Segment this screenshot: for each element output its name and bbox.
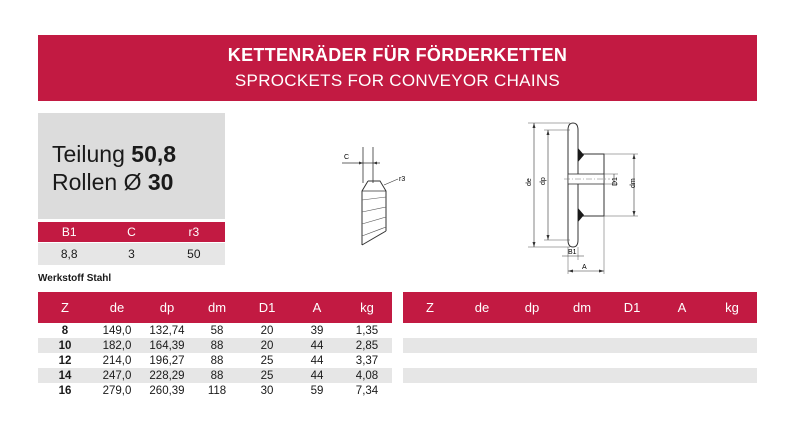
tooth-value-c: 3 [128, 247, 135, 261]
roller-line: Rollen Ø 30 [52, 169, 173, 196]
sprocket-header-a: A [312, 300, 322, 315]
sprocket-diagram: de dp D1 dm B1 A [526, 122, 638, 274]
sprocket-header-d1: D1 [258, 300, 276, 315]
cell-a: 59 [310, 384, 324, 397]
title-banner: KETTENRÄDER FÜR FÖRDERKETTEN SPROCKETS F… [38, 35, 757, 101]
diagram-label-a: A [582, 264, 587, 271]
diagram-label-de: de [526, 178, 533, 186]
empty-header-a: A [677, 300, 687, 315]
cell-de: 247,0 [102, 369, 132, 382]
cell-a: 44 [310, 339, 324, 352]
sprocket-header-de: de [109, 300, 125, 315]
tooth-header-r3: r3 [188, 225, 200, 239]
empty-header-de: de [474, 300, 490, 315]
empty-header-kg: kg [725, 300, 739, 315]
diagram-label-dp: dp [540, 177, 547, 185]
empty-header-dp: dp [524, 300, 540, 315]
cell-kg: 7,34 [355, 384, 379, 397]
cell-kg: 2,85 [355, 339, 379, 352]
table-row: 14 247,0 228,29 88 25 44 4,08 [38, 368, 392, 383]
sprocket-header-z: Z [61, 300, 69, 315]
roller-label: Rollen Ø [52, 169, 142, 195]
title-english: SPROCKETS FOR CONVEYOR CHAINS [234, 71, 561, 90]
tooth-value-b1: 8,8 [60, 247, 78, 261]
diagram-label-r3: r3 [399, 176, 405, 183]
cell-z: 10 [58, 339, 72, 352]
empty-table-body [403, 323, 757, 398]
table-row: 10 182,0 164,39 88 20 44 2,85 [38, 338, 392, 353]
empty-header-d1: D1 [623, 300, 641, 315]
empty-table-row [403, 383, 757, 398]
cell-dm: 118 [207, 384, 227, 397]
sprocket-header-dm: dm [207, 300, 227, 315]
cell-d1: 30 [260, 384, 274, 397]
cell-dm: 88 [210, 369, 224, 382]
sprocket-table-body: 8 149,0 132,74 58 20 39 1,35 10 182,0 164,39 88 20 4… [38, 323, 392, 398]
diagram-label-dm: dm [630, 178, 637, 188]
cell-a: 39 [310, 324, 324, 337]
cell-de: 279,0 [102, 384, 132, 397]
cell-a: 44 [310, 354, 324, 367]
empty-table-row [403, 338, 757, 353]
cell-dp: 228,29 [149, 369, 185, 382]
cell-dm: 88 [210, 339, 224, 352]
tooth-value-r3: 50 [187, 247, 201, 261]
tooth-table-header: B1 C r3 [38, 222, 225, 242]
roller-value: 30 [147, 169, 174, 195]
cell-kg: 1,35 [355, 324, 379, 337]
spec-box: Teilung 50,8 Rollen Ø 30 [38, 113, 225, 219]
cell-dm: 58 [210, 324, 224, 337]
sprocket-header-dp: dp [159, 300, 175, 315]
cell-a: 44 [310, 369, 324, 382]
title-german: KETTENRÄDER FÜR FÖRDERKETTEN [227, 45, 568, 65]
cell-d1: 25 [260, 354, 274, 367]
cell-dp: 260,39 [149, 384, 185, 397]
table-row: 8 149,0 132,74 58 20 39 1,35 [38, 323, 392, 338]
cell-d1: 20 [260, 324, 274, 337]
table-row: 16 279,0 260,39 118 30 59 7,34 [38, 383, 392, 398]
cell-d1: 25 [260, 369, 274, 382]
empty-header-z: Z [426, 300, 434, 315]
pitch-value: 50,8 [131, 141, 177, 167]
diagram-label-c: C [344, 154, 349, 161]
cell-dp: 132,74 [149, 324, 185, 337]
tooth-header-b1: B1 [61, 225, 77, 239]
pitch-label: Teilung [52, 141, 125, 167]
cell-z: 8 [61, 324, 69, 337]
cell-z: 14 [58, 369, 72, 382]
empty-table-row [403, 323, 757, 338]
table-row: 12 214,0 196,27 88 25 44 3,37 [38, 353, 392, 368]
empty-header-dm: dm [572, 300, 592, 315]
cell-dp: 196,27 [149, 354, 185, 367]
tooth-profile-diagram: C r3 [342, 147, 405, 246]
diagram-label-d1: D1 [612, 177, 619, 186]
cell-z: 12 [58, 354, 72, 367]
empty-table-row [403, 368, 757, 383]
tooth-table-row: 8,8 3 50 [38, 243, 225, 265]
cell-dm: 88 [210, 354, 224, 367]
material-label: Werkstoff Stahl [38, 273, 112, 284]
cell-kg: 4,08 [355, 369, 379, 382]
sprocket-header-kg: kg [360, 300, 374, 315]
empty-table-row [403, 353, 757, 368]
diagram-label-b1: B1 [568, 249, 577, 256]
cell-dp: 164,39 [149, 339, 185, 352]
tooth-profile-table: B1 C r3 8,8 3 50 [38, 222, 225, 265]
tooth-header-c: C [127, 225, 136, 239]
cell-de: 149,0 [102, 324, 132, 337]
cell-z: 16 [58, 384, 72, 397]
cell-de: 182,0 [102, 339, 132, 352]
pitch-line: Teilung 50,8 [52, 141, 176, 168]
cell-d1: 20 [260, 339, 274, 352]
cell-kg: 3,37 [355, 354, 379, 367]
cell-de: 214,0 [102, 354, 132, 367]
